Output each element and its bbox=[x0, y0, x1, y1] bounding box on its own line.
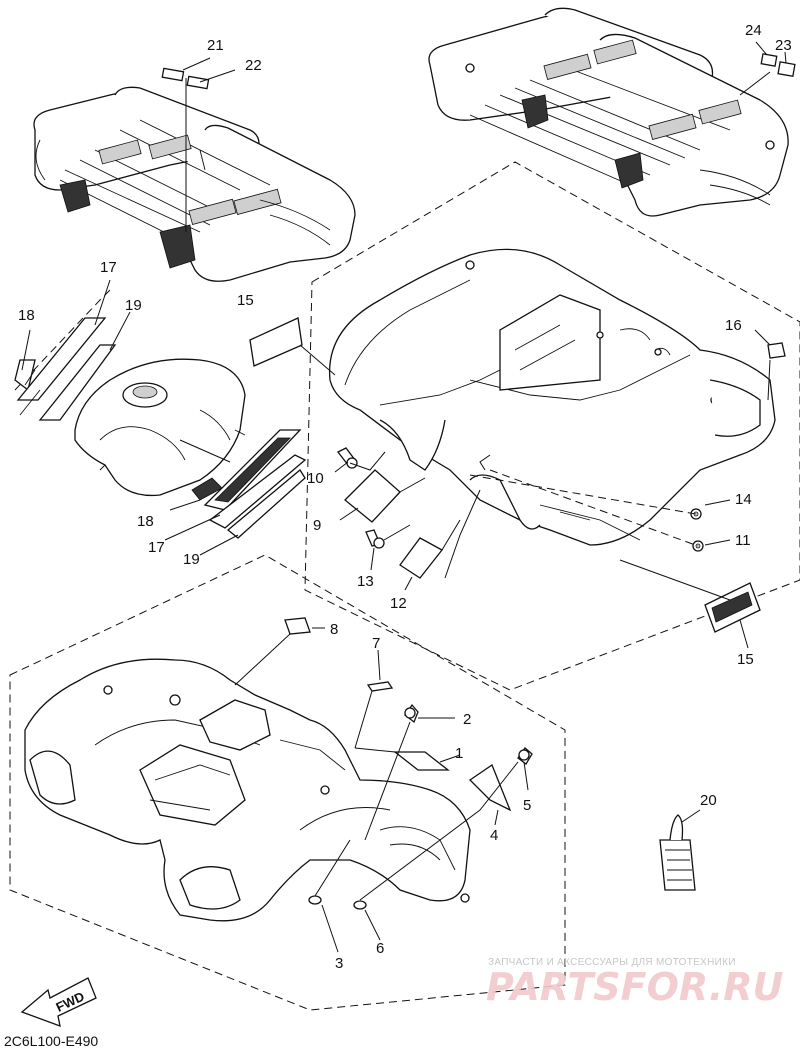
tank-cover-group-outline bbox=[14, 289, 111, 391]
callout-15-top: 15 bbox=[237, 292, 254, 309]
rivet-2 bbox=[364, 703, 455, 841]
callout-14: 14 bbox=[735, 491, 752, 508]
callout-5: 5 bbox=[523, 797, 531, 814]
callout-7: 7 bbox=[372, 635, 380, 652]
callout-13: 13 bbox=[357, 573, 374, 590]
callout-21: 21 bbox=[207, 37, 224, 54]
fwd-arrow: FWD bbox=[20, 977, 97, 1028]
callout-6: 6 bbox=[376, 940, 384, 957]
rear-carrier bbox=[428, 7, 789, 217]
front-fender-group-outline bbox=[9, 554, 566, 1011]
callout-3: 3 bbox=[335, 955, 343, 972]
front-fender bbox=[24, 658, 471, 922]
plate-1 bbox=[354, 747, 461, 771]
washers-3-6 bbox=[308, 839, 381, 953]
callout-23: 23 bbox=[775, 37, 792, 54]
callout-10: 10 bbox=[307, 470, 324, 487]
callout-18-bottom: 18 bbox=[137, 513, 154, 530]
label-7 bbox=[354, 649, 394, 749]
front-carrier-labels bbox=[161, 57, 236, 232]
callout-4: 4 bbox=[490, 827, 498, 844]
callout-17-top: 17 bbox=[100, 259, 117, 276]
callout-12: 12 bbox=[390, 595, 407, 612]
rivet-5 bbox=[359, 747, 533, 901]
label-8 bbox=[234, 617, 325, 686]
callout-2: 2 bbox=[463, 711, 471, 728]
callout-8: 8 bbox=[330, 621, 338, 638]
callout-20: 20 bbox=[700, 792, 717, 809]
callout-9: 9 bbox=[313, 517, 321, 534]
reflector-decal-15a bbox=[249, 317, 336, 376]
warning-label-16 bbox=[754, 329, 786, 401]
plate-9 bbox=[339, 469, 426, 523]
rear-fasteners-leader bbox=[444, 454, 491, 579]
watermark: ЗАПЧАСТИ И АКСЕССУАРЫ ДЛЯ МОТОТЕХНИКИ PA… bbox=[486, 957, 784, 1009]
plate-12 bbox=[399, 519, 461, 591]
callout-11: 11 bbox=[735, 532, 751, 549]
callout-17-bottom: 17 bbox=[148, 539, 165, 556]
rear-fender-group-outline bbox=[304, 161, 800, 691]
rivet-13 bbox=[365, 524, 411, 571]
fasteners-14-11 bbox=[469, 469, 731, 552]
callout-1: 1 bbox=[455, 745, 463, 762]
tank-cover bbox=[74, 358, 246, 497]
drawing-code: 2C6L100-E490 bbox=[4, 1033, 98, 1049]
callout-numbers: 21 22 24 23 17 18 19 15 16 10 9 18 17 19… bbox=[18, 22, 792, 972]
rear-fender bbox=[328, 248, 776, 546]
front-carrier bbox=[33, 86, 356, 282]
callout-24: 24 bbox=[745, 22, 762, 39]
watermark-tagline: ЗАПЧАСТИ И АКСЕССУАРЫ ДЛЯ МОТОТЕХНИКИ bbox=[488, 957, 736, 968]
tag-20 bbox=[659, 809, 701, 891]
callout-18-top: 18 bbox=[18, 307, 35, 324]
rear-carrier-labels bbox=[739, 41, 796, 96]
callout-19-top: 19 bbox=[125, 297, 142, 314]
callout-16: 16 bbox=[725, 317, 742, 334]
tank-emblem-decals bbox=[164, 429, 307, 556]
callout-15-bottom: 15 bbox=[737, 651, 754, 668]
plate-4 bbox=[468, 764, 512, 826]
rivet-10 bbox=[334, 447, 386, 473]
watermark-brand: PARTSFOR.RU bbox=[486, 965, 784, 1009]
callout-22: 22 bbox=[245, 57, 262, 74]
callout-19-bottom: 19 bbox=[183, 551, 200, 568]
brand-plate-15b bbox=[619, 559, 761, 649]
stripe-decals-left bbox=[14, 279, 131, 421]
